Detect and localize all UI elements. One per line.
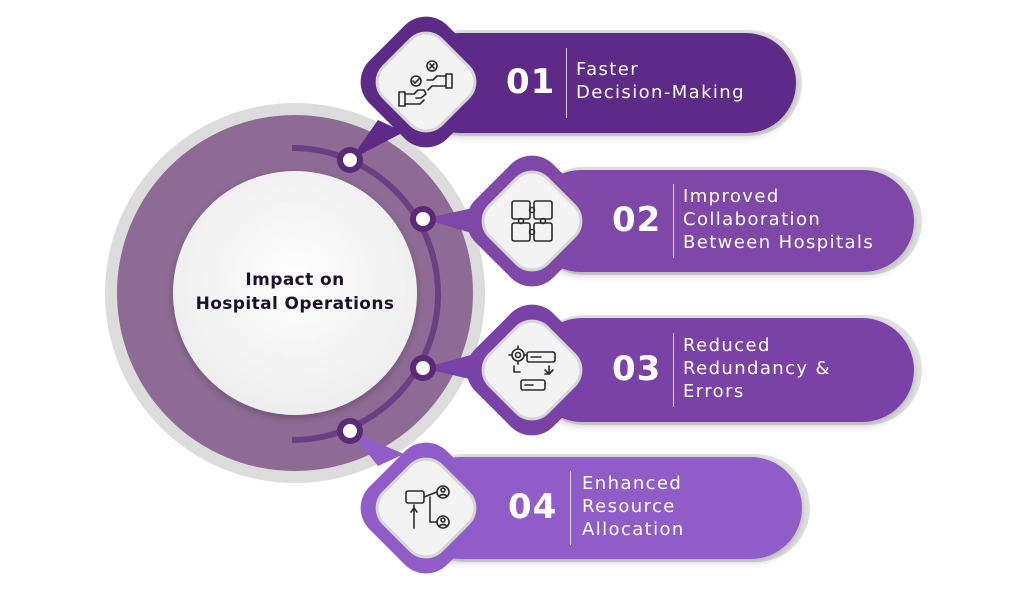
tail-01 bbox=[350, 120, 404, 160]
tail-04 bbox=[350, 431, 404, 466]
item-04-label-line-3: Allocation bbox=[582, 519, 685, 540]
banner-01 bbox=[410, 33, 796, 133]
diamond-04 bbox=[360, 442, 492, 574]
diamond-03 bbox=[466, 304, 598, 436]
item-01-number: 01 bbox=[506, 62, 556, 102]
item-04-label: Enhanced Resource Allocation bbox=[582, 472, 685, 541]
item-01-label-line-2: Decision-Making bbox=[576, 82, 745, 103]
connector-dot-02 bbox=[410, 206, 436, 232]
decision-hands-icon bbox=[398, 60, 453, 107]
item-02-label-line-1: Improved bbox=[683, 186, 780, 207]
tail-02 bbox=[423, 206, 482, 236]
item-02-label-line-2: Collaboration bbox=[683, 209, 822, 230]
item-03-divider bbox=[673, 333, 674, 407]
user-network-icon bbox=[405, 485, 450, 529]
item-03-number: 03 bbox=[612, 349, 662, 389]
diamond-02 bbox=[466, 155, 598, 287]
item-03-label: Reduced Redundancy & Errors bbox=[683, 334, 831, 403]
connector-dot-03 bbox=[410, 355, 436, 381]
item-02-label: Improved Collaboration Between Hospitals bbox=[683, 185, 874, 254]
item-02-label-line-3: Between Hospitals bbox=[683, 232, 875, 253]
connector-dot-01 bbox=[337, 147, 363, 173]
banner-03 bbox=[530, 318, 914, 422]
inner-circle bbox=[173, 171, 417, 415]
item-04-label-line-1: Enhanced bbox=[582, 473, 683, 494]
item-01-label: Faster Decision-Making bbox=[576, 58, 745, 104]
item-04-label-line-2: Resource bbox=[582, 496, 676, 517]
item-02-divider bbox=[673, 184, 674, 258]
center-title-line-2: Hospital Operations bbox=[195, 294, 395, 314]
banner-04 bbox=[410, 457, 802, 559]
item-03-label-line-1: Reduced bbox=[683, 335, 771, 356]
item-01-divider bbox=[566, 48, 567, 118]
item-02-number: 02 bbox=[612, 200, 662, 240]
banner-02 bbox=[530, 170, 914, 272]
item-03-label-line-2: Redundancy & bbox=[683, 358, 831, 379]
item-04-number: 04 bbox=[508, 487, 558, 527]
center-title-line-1: Impact on bbox=[245, 270, 345, 290]
center-title: Impact on Hospital Operations bbox=[170, 268, 420, 316]
connector-dot-04 bbox=[337, 418, 363, 444]
gear-servers-icon bbox=[508, 345, 556, 391]
item-03-label-line-3: Errors bbox=[683, 381, 745, 402]
item-01-label-line-1: Faster bbox=[576, 59, 640, 80]
puzzle-hands-icon bbox=[511, 200, 553, 242]
item-04-divider bbox=[570, 471, 571, 545]
